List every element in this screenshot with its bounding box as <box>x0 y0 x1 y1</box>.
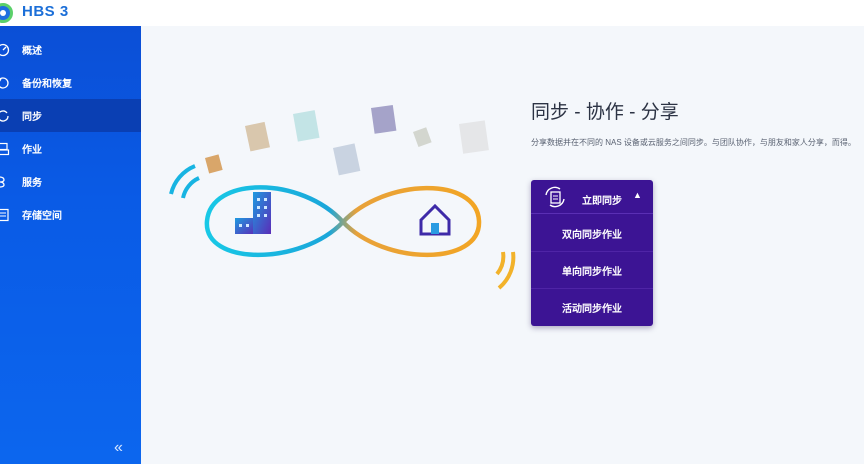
building-icon <box>235 192 271 234</box>
sync-illustration <box>169 104 516 290</box>
sidebar-item-label: 备份和恢复 <box>22 79 72 90</box>
home-icon <box>419 203 451 236</box>
signal-arc-icon <box>495 251 506 276</box>
menu-item-active-sync[interactable]: 活动同步作业 <box>562 304 622 315</box>
sync-now-label: 立即同步 <box>582 196 622 207</box>
sidebar-item-services[interactable]: 服务 <box>0 165 141 198</box>
sidebar-item-storage[interactable]: 存储空间 <box>0 198 141 231</box>
signal-arc-icon <box>497 251 516 290</box>
overview-icon <box>0 43 10 57</box>
floating-document-icons <box>205 104 489 176</box>
menu-item-two-way-sync[interactable]: 双向同步作业 <box>531 215 653 252</box>
sidebar-item-label: 存储空间 <box>22 211 62 222</box>
infinity-loop <box>204 185 482 258</box>
sidebar-item-sync[interactable]: 同步 <box>0 99 141 132</box>
caret-up-icon: ▲ <box>633 190 642 200</box>
sync-now-dropdown: 立即同步 ▲ 双向同步作业 单向同步作业 活动同步作业 <box>531 180 653 326</box>
menu-item-one-way-sync[interactable]: 单向同步作业 <box>531 252 653 289</box>
sync-icon <box>0 109 10 123</box>
sidebar-item-jobs[interactable]: 作业 <box>0 132 141 165</box>
collapse-sidebar-button[interactable]: « <box>114 439 123 456</box>
sidebar: 概述 备份和恢复 同步 作业 服务 存储空间 « <box>0 26 141 464</box>
sidebar-item-backup-restore[interactable]: 备份和恢复 <box>0 66 141 99</box>
sidebar-item-label: 概述 <box>22 46 42 57</box>
sidebar-item-overview[interactable]: 概述 <box>0 33 141 66</box>
storage-icon <box>0 208 10 222</box>
sync-document-icon <box>545 186 565 208</box>
jobs-icon <box>0 142 10 156</box>
page-title: 同步 - 协作 - 分享 <box>531 102 679 123</box>
app-title: HBS 3 <box>22 3 69 20</box>
sync-now-button[interactable]: 立即同步 ▲ <box>531 180 653 214</box>
backup-restore-icon <box>0 76 10 90</box>
hbs-logo-icon <box>0 3 13 23</box>
sidebar-item-label: 同步 <box>22 112 42 123</box>
sidebar-item-label: 服务 <box>22 178 42 189</box>
signal-arc-icon <box>169 164 196 195</box>
main-content: 同步 - 协作 - 分享 分享数据并在不同的 NAS 设备或云服务之间同步。与团… <box>141 26 864 464</box>
sidebar-item-label: 作业 <box>22 145 42 156</box>
signal-arc-icon <box>181 176 200 199</box>
page-description: 分享数据并在不同的 NAS 设备或云服务之间同步。与团队协作，与朋友和家人分享，… <box>531 138 856 147</box>
services-icon <box>0 175 10 189</box>
title-bar: HBS 3 <box>0 0 864 26</box>
